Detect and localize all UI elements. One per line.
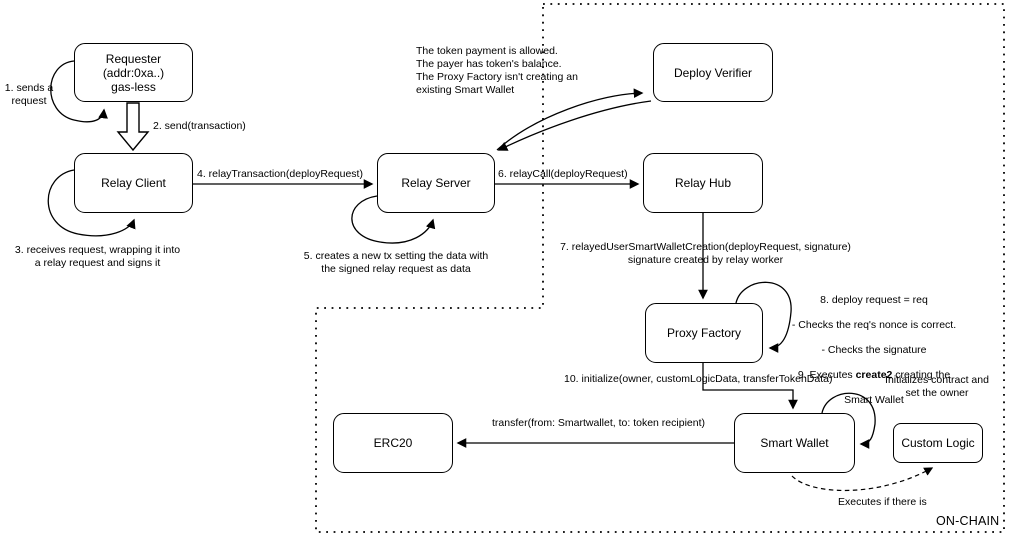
node-custom-logic: Custom Logic (893, 423, 983, 463)
label-step7: 7. relayedUserSmartWalletCreation(deploy… (560, 241, 851, 266)
step8-line2: - Checks the req's nonce is correct. (791, 318, 957, 331)
label-step6: 6. relayCall(deployRequest) (498, 168, 628, 180)
label-executes-note: Executes if there is (838, 496, 927, 508)
requester-self-loop-arrow (50, 60, 108, 123)
node-proxy-factory: Proxy Factory (645, 303, 763, 363)
node-requester: Requester (addr:0xa..) gas-less (74, 43, 193, 102)
label-step5: 5. creates a new tx setting the data wit… (303, 250, 489, 275)
relay-client-self-loop-arrow (47, 169, 136, 237)
executes-dashed-arrow (791, 467, 934, 492)
step8-line1: 8. deploy request = req (820, 293, 928, 306)
node-relay-hub: Relay Hub (643, 153, 763, 213)
label-step3: 3. receives request, wrapping it into a … (14, 244, 181, 269)
label-step2: 2. send(transaction) (153, 120, 246, 132)
node-deploy-verifier: Deploy Verifier (653, 43, 773, 102)
node-relay-server: Relay Server (377, 153, 495, 213)
node-smart-wallet: Smart Wallet (734, 413, 855, 473)
relay-server-self-loop-arrow (351, 195, 436, 244)
server-to-verifier-arrow (496, 88, 644, 151)
label-step1: 1. sends a request (4, 82, 54, 107)
verifier-to-server-arrow (497, 100, 652, 151)
label-step10: 10. initialize(owner, customLogicData, t… (564, 373, 833, 385)
label-step4: 4. relayTransaction(deployRequest) (197, 168, 363, 180)
label-transfer: transfer(from: Smartwallet, to: token re… (492, 417, 705, 429)
step8-line3: - Checks the signature (821, 343, 927, 356)
label-init-note: Initializes contract and set the owner (885, 374, 989, 399)
send-transaction-block-arrow (116, 102, 150, 152)
proxy-factory-self-loop-arrow (735, 281, 792, 353)
node-erc20: ERC20 (333, 413, 453, 473)
initialize-arrow (702, 363, 798, 410)
step9-line2: Smart Wallet (844, 393, 904, 406)
label-step8-step9: 8. deploy request = req - Checks the req… (778, 281, 970, 419)
step9-line1: 9. Executes create2 creating the (797, 368, 951, 381)
label-verifier-note: The token payment is allowed. The payer … (416, 45, 578, 96)
smart-wallet-self-loop-arrow (821, 392, 876, 449)
label-onchain: ON-CHAIN (936, 514, 1000, 528)
node-relay-client: Relay Client (74, 153, 193, 213)
